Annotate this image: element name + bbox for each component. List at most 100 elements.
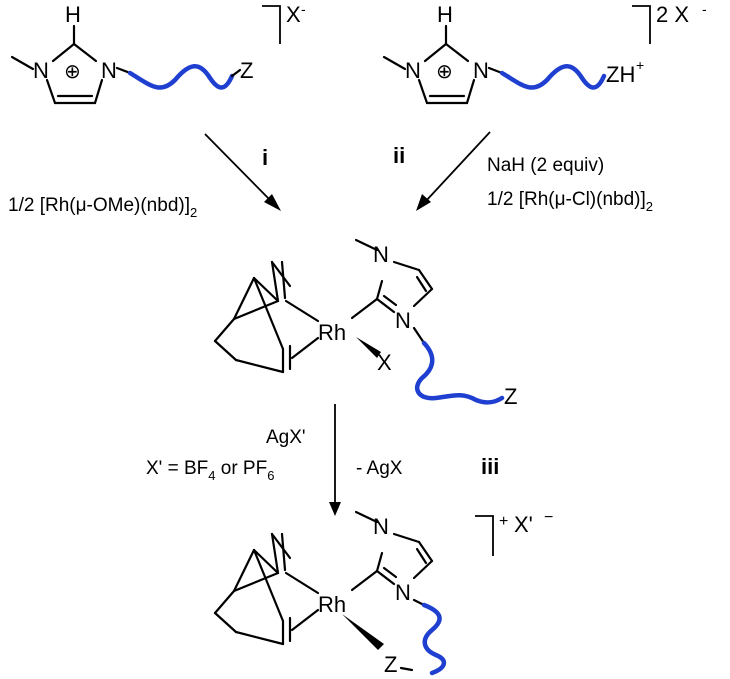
- atom-n: N: [101, 58, 117, 83]
- atom-h: H: [437, 2, 453, 27]
- ring-bond: [417, 78, 429, 105]
- group-z: Z: [504, 384, 517, 409]
- step-label-ii: ii: [393, 143, 405, 168]
- nbd-alkene-bond: [280, 260, 287, 300]
- chain-wavy-line: [499, 64, 607, 90]
- nbd-bond: [252, 548, 280, 575]
- chain-wavy-line: [127, 64, 235, 90]
- salt-bracket: [632, 5, 651, 44]
- ring-bond: [93, 78, 104, 105]
- atom-n: N: [473, 58, 489, 83]
- metal-rh: Rh: [318, 320, 346, 345]
- nhc-ring-bond: [375, 551, 384, 573]
- nhc-ring-bond: [412, 559, 434, 580]
- nhc-ring-bond: [382, 294, 398, 307]
- positive-charge: ⊕: [436, 61, 453, 83]
- methyl-bond-right: [382, 55, 407, 71]
- ring-bond: [51, 42, 76, 63]
- ring-bond: [72, 42, 98, 63]
- counter-anion-x-prime: X': [514, 512, 533, 537]
- arrowhead: [416, 194, 431, 211]
- nhc-ring-bond: [417, 540, 434, 563]
- atom-n: N: [33, 58, 49, 83]
- nhc-ring-bond: [375, 297, 396, 314]
- nhc-ring-bond: [375, 569, 396, 586]
- nhc-ring-bond: [382, 566, 398, 579]
- nbd-bond: [213, 589, 236, 615]
- ligand-x: X: [377, 350, 392, 375]
- counter-ion-x: X: [286, 2, 301, 27]
- nhc-ring-bond: [412, 287, 434, 308]
- group-zh: ZH: [606, 62, 635, 87]
- chain-z-bond: [399, 666, 414, 672]
- nbd-alkene-bond: [280, 532, 287, 572]
- atom-n: N: [405, 58, 421, 83]
- nbd-bond: [252, 276, 280, 303]
- salt-bracket: [262, 5, 281, 44]
- nbd-bond: [232, 548, 256, 593]
- nbd-alkene-bond: [270, 532, 280, 575]
- nbd-bridge-bond: [252, 548, 285, 623]
- n-methyl-bond: [354, 238, 379, 252]
- reagent-agx-prime: AgX': [266, 427, 306, 448]
- counter-anion-definition: X' = BF4 or PF6: [146, 458, 274, 483]
- imidazolium-salt-right: H N N ⊕ ZH + 2 X -: [382, 1, 707, 105]
- ring-bond: [465, 78, 476, 105]
- nbd-bond: [270, 532, 292, 560]
- group-zh-charge: +: [636, 57, 644, 73]
- nhc-double-bond: [415, 275, 428, 293]
- byproduct-agx: - AgX: [356, 458, 403, 479]
- counter-ion-charge: -: [301, 1, 306, 17]
- rh-carbene-bond: [350, 297, 379, 320]
- nbd-bond: [270, 260, 292, 288]
- reagent-step-ii-line1: NaH (2 equiv): [487, 155, 604, 176]
- atom-n: N: [395, 308, 411, 333]
- ring-bond: [423, 42, 448, 63]
- rh-x-wedge-bond: [356, 337, 381, 358]
- methyl-bond-left: [10, 55, 35, 71]
- nbd-alkene-bond: [270, 260, 280, 303]
- chain-wavy-line: [421, 602, 446, 676]
- nhc-double-bond: [415, 547, 428, 565]
- nhc-ring-bond: [417, 268, 434, 291]
- counter-ion-2x: 2 X: [656, 2, 689, 27]
- reagent-step-i: 1/2 [Rh(μ-OMe)(nbd)]2: [8, 195, 197, 220]
- arrowhead: [329, 502, 341, 516]
- rh-alkene-bond: [290, 608, 320, 632]
- ring-bond: [444, 42, 470, 63]
- nbd-bond: [232, 276, 256, 321]
- nbd-bond: [234, 630, 285, 646]
- nhc-ring-bond: [392, 260, 421, 272]
- nbd-bond: [213, 611, 238, 634]
- ring-bond: [45, 78, 57, 105]
- chain-link-bond: [115, 66, 132, 75]
- nbd-bond: [232, 299, 280, 321]
- atom-n: N: [395, 580, 411, 605]
- metal-rh: Rh: [318, 592, 346, 617]
- nhc-ring-bond: [392, 532, 421, 544]
- counter-anion-charge: −: [544, 509, 553, 526]
- reagent-step-ii-line2: 1/2 [Rh(μ-Cl)(nbd)]2: [487, 189, 653, 214]
- group-z: Z: [384, 652, 397, 677]
- n-methyl-bond: [354, 510, 379, 524]
- atom-n: N: [373, 514, 389, 539]
- group-z: Z: [240, 58, 253, 83]
- nbd-bond: [232, 571, 280, 593]
- step-label-i: i: [262, 145, 268, 170]
- rh-z-wedge-bond: [342, 614, 384, 650]
- positive-charge: ⊕: [64, 61, 81, 83]
- chain-link-bond: [487, 66, 504, 75]
- atom-h: H: [65, 2, 81, 27]
- arrow-step-i: [204, 133, 281, 211]
- chain-z-bond: [230, 68, 242, 78]
- rh-alkene-bond: [284, 571, 320, 595]
- arrow-step-iii: [329, 404, 341, 516]
- nbd-bond: [234, 358, 285, 374]
- cation-charge: +: [499, 513, 508, 530]
- arrow-step-ii: [416, 131, 491, 211]
- arrow-line: [424, 131, 491, 203]
- rh-carbene-bond: [350, 569, 379, 592]
- step-label-iii: iii: [481, 454, 499, 479]
- chain-link-bond: [412, 326, 426, 345]
